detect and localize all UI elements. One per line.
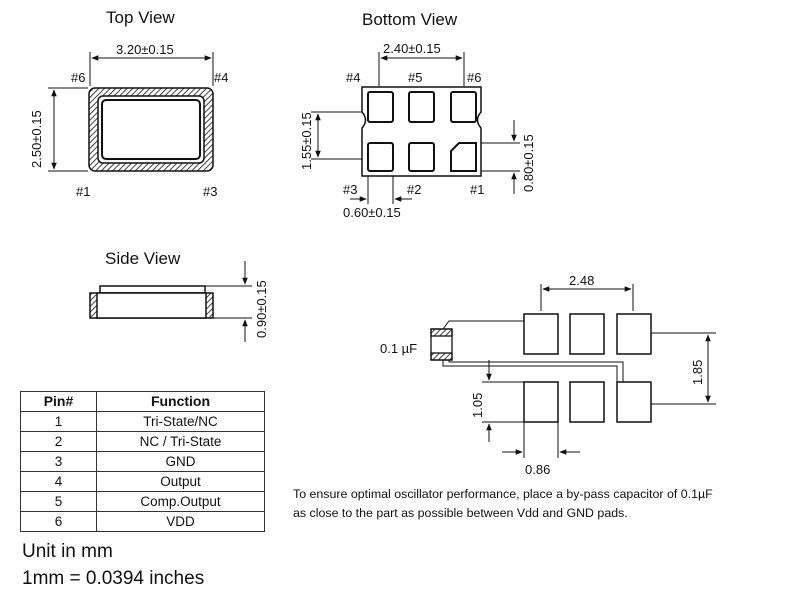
top-pin-label: #1 <box>76 184 90 199</box>
top-view-title: Top View <box>106 8 175 27</box>
side-view-title: Side View <box>105 249 181 268</box>
footprint-view: 2.48 0.1 µF 1.85 1.05 0.86 <box>380 273 716 477</box>
bottom-pin-label: #4 <box>346 70 360 85</box>
top-pin-label: #4 <box>214 70 228 85</box>
footprint-pad <box>616 313 652 355</box>
trace-gnd <box>448 357 624 382</box>
bypass-capacitor-note: To ensure optimal oscillator performance… <box>293 485 798 523</box>
table-row: 6 VDD <box>20 511 265 532</box>
bottom-view: Bottom View 2.40±0.15 #4 #5 #6 1.55±0.15… <box>299 10 536 220</box>
note-line: To ensure optimal oscillator performance… <box>293 487 713 501</box>
top-pin-label: #3 <box>203 184 217 199</box>
bottom-pad-2 <box>408 142 435 172</box>
pin-function: Output <box>96 471 265 492</box>
footprint-pad-width-dim: 0.86 <box>525 462 550 477</box>
side-lid <box>99 285 206 294</box>
pin-number: 2 <box>20 431 97 452</box>
bottom-pin-label: #1 <box>470 182 484 197</box>
pin-number: 5 <box>20 491 97 512</box>
top-pin-label: #6 <box>71 70 85 85</box>
pin-function: VDD <box>96 511 265 532</box>
top-view: Top View 3.20±0.15 2.50±0.15 #6 #4 #1 #3 <box>29 8 228 199</box>
pin-function: Comp.Output <box>96 491 265 512</box>
side-body-inner <box>96 292 207 319</box>
table-header-row: Pin# Function <box>20 391 265 412</box>
footprint-width-dim: 2.48 <box>569 273 594 288</box>
table-row: 3 GND <box>20 451 265 472</box>
footprint-pad <box>569 313 605 355</box>
bottom-pad-6 <box>450 91 477 123</box>
column-header: Pin# <box>20 391 97 412</box>
bottom-pad-height-dim: 0.80±0.15 <box>521 134 536 192</box>
pin-function: NC / Tri-State <box>96 431 265 452</box>
bottom-height-dim: 1.55±0.15 <box>299 112 314 170</box>
unit-conversion: 1mm = 0.0394 inches <box>22 568 205 589</box>
pin-function-table: Pin# Function 1 Tri-State/NC 2 NC / Tri-… <box>20 391 265 532</box>
bottom-pad-3 <box>367 142 394 172</box>
side-height-dim: 0.90±0.15 <box>254 280 269 338</box>
bottom-pin-label: #5 <box>408 70 422 85</box>
footprint-pad <box>523 313 559 355</box>
top-width-dim: 3.20±0.15 <box>116 42 174 57</box>
capacitor-terminal-top <box>430 328 453 337</box>
capacitor-terminal-bottom <box>430 352 453 361</box>
footprint-pad <box>523 381 559 423</box>
table-row: 4 Output <box>20 471 265 492</box>
pin-function: GND <box>96 451 265 472</box>
pin-function: Tri-State/NC <box>96 411 265 432</box>
footprint-pad-height-dim: 1.05 <box>470 393 485 418</box>
bottom-pin-label: #6 <box>467 70 481 85</box>
trace-vdd <box>442 320 524 330</box>
pin-number: 3 <box>20 451 97 472</box>
pin-number: 1 <box>20 411 97 432</box>
column-header: Function <box>96 391 265 412</box>
side-view: Side View 0.90±0.15 <box>89 249 269 342</box>
note-line: as close to the part as possible between… <box>293 506 628 520</box>
footprint-pad <box>569 381 605 423</box>
bottom-pin-label: #2 <box>407 182 421 197</box>
capacitor-label: 0.1 µF <box>380 341 417 356</box>
footprint-pad <box>616 381 652 423</box>
table-row: 1 Tri-State/NC <box>20 411 265 432</box>
trace-gnd-inner <box>442 357 618 382</box>
footprint-height-dim: 1.85 <box>690 360 705 385</box>
bottom-width-dim: 2.40±0.15 <box>383 41 441 56</box>
bottom-pad-5 <box>408 91 435 123</box>
table-row: 2 NC / Tri-State <box>20 431 265 452</box>
bottom-view-title: Bottom View <box>362 10 458 29</box>
pin-number: 6 <box>20 511 97 532</box>
top-height-dim: 2.50±0.15 <box>29 110 44 168</box>
bottom-pad-width-dim: 0.60±0.15 <box>343 205 401 220</box>
table-row: 5 Comp.Output <box>20 491 265 512</box>
pin-number: 4 <box>20 471 97 492</box>
bottom-pad-4 <box>367 91 394 123</box>
bottom-pad-1 <box>450 142 477 172</box>
top-package-lid-inner <box>101 99 201 160</box>
unit-note: Unit in mm <box>22 541 113 562</box>
bottom-pin-label: #3 <box>343 182 357 197</box>
